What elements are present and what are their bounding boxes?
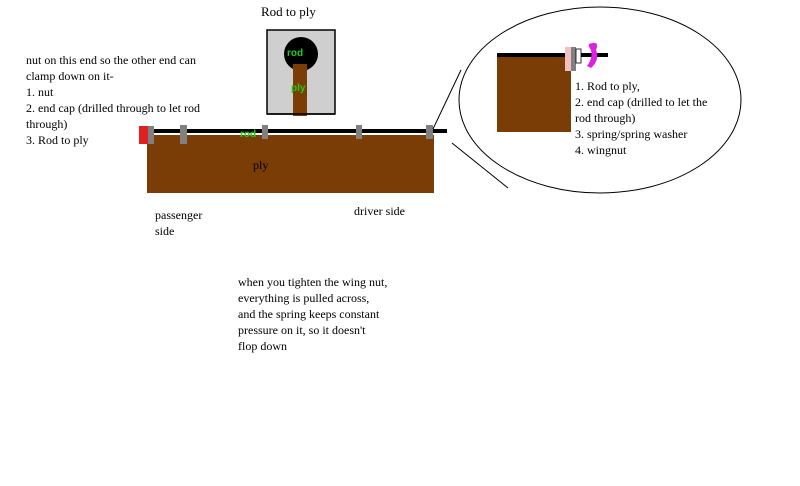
clamp-2 bbox=[262, 125, 268, 139]
zoom-ply-block bbox=[497, 57, 571, 132]
top-title: Rod to ply bbox=[261, 4, 316, 19]
zoom-line-lower bbox=[451, 142, 509, 189]
zoom-line-upper bbox=[432, 69, 462, 130]
clamp-3 bbox=[356, 125, 362, 139]
zoom-parts-list: 1. Rod to ply, 2. end cap (drilled to le… bbox=[575, 79, 708, 157]
clamp-1 bbox=[180, 125, 187, 144]
top-rod-end bbox=[284, 37, 318, 71]
driver-side-label: driver side bbox=[354, 204, 405, 218]
main-ply-board bbox=[147, 135, 434, 193]
passenger-end-cap bbox=[148, 126, 154, 144]
top-ply-strip bbox=[293, 64, 307, 116]
rod-label-top: rod bbox=[287, 48, 304, 59]
passenger-side-label: passenger side bbox=[155, 208, 203, 238]
zoom-spring bbox=[575, 48, 582, 64]
clamp-4 bbox=[426, 125, 433, 139]
passenger-nut bbox=[139, 126, 148, 144]
zoom-end-cap bbox=[565, 47, 571, 71]
ply-label-top: ply bbox=[291, 83, 306, 94]
zoom-wingnut bbox=[587, 42, 598, 68]
rod-label-board: rod bbox=[240, 129, 257, 140]
left-note: nut on this end so the other end can cla… bbox=[26, 53, 200, 147]
ply-label-board: ply bbox=[253, 158, 269, 172]
bottom-note: when you tighten the wing nut, everythin… bbox=[238, 275, 388, 353]
zoom-end-cap-edge bbox=[571, 47, 576, 71]
